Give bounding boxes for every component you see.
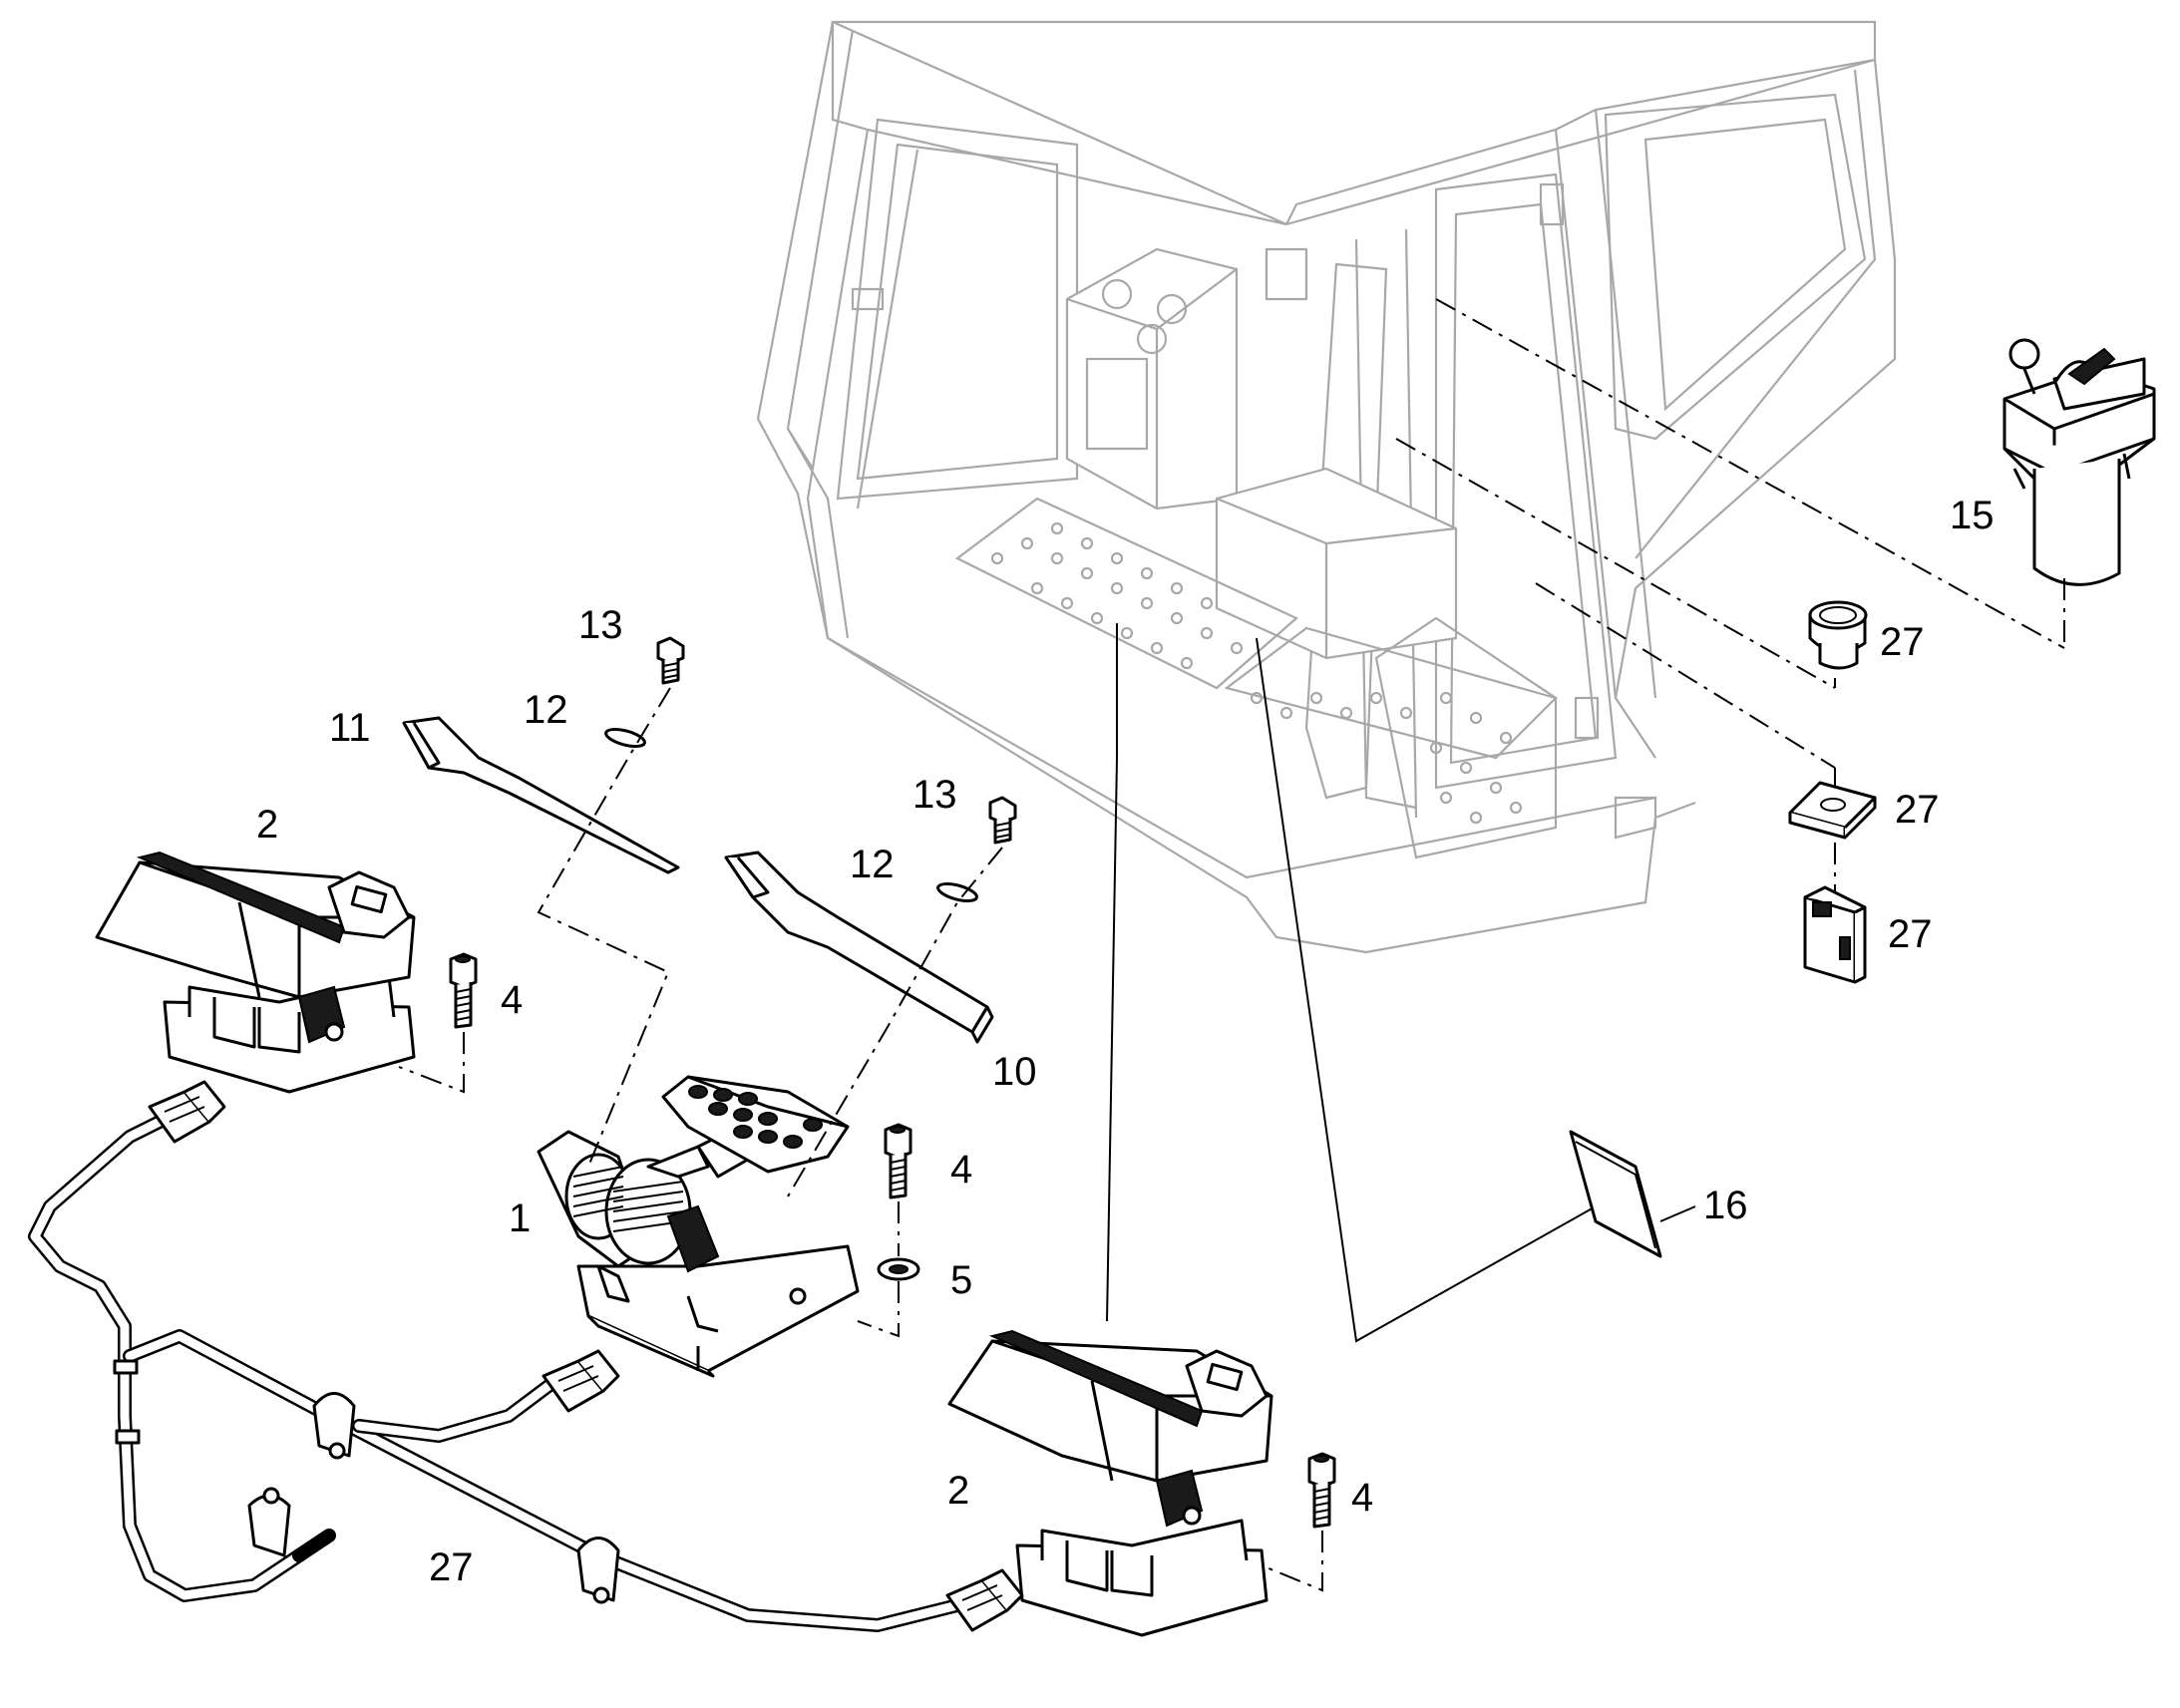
joystick-icon	[2002, 338, 2156, 586]
callout-27-harness: 27	[429, 1545, 474, 1589]
callout-4-center: 4	[950, 1148, 972, 1192]
callout-13-bottom: 13	[912, 773, 957, 817]
pedal-pad-10-icon	[724, 851, 994, 1044]
cap-screw-13a-icon	[656, 636, 685, 685]
callout-12-bottom: 12	[850, 843, 895, 886]
washer-5-icon	[877, 1257, 920, 1281]
cap-screw-4b-icon	[884, 1123, 912, 1199]
callout-13-top: 13	[578, 603, 623, 647]
callout-2-top: 2	[256, 803, 278, 847]
pedal-pad-11-icon	[402, 716, 680, 874]
callout-4-top: 4	[501, 978, 523, 1022]
callout-5: 5	[950, 1258, 972, 1302]
callout-27-switch: 27	[1888, 912, 1933, 956]
wiring-harness-icon	[28, 1080, 1024, 1632]
callout-15: 15	[1950, 494, 1995, 537]
callout-12-top: 12	[524, 688, 568, 732]
callout-16: 16	[1703, 1184, 1748, 1227]
callout-27-clip: 27	[1895, 788, 1940, 832]
callout-1: 1	[509, 1196, 531, 1240]
cap-screw-13b-icon	[988, 796, 1017, 845]
cap-screw-4a-icon	[449, 952, 478, 1029]
callout-11: 11	[329, 706, 371, 750]
washer-12b-icon	[936, 881, 978, 903]
callout-2-bottom: 2	[947, 1469, 969, 1513]
callout-27-plug: 27	[1880, 620, 1925, 664]
foot-pedal-right-icon	[947, 1329, 1273, 1637]
foot-pedal-center-icon	[537, 1075, 860, 1378]
plug-27-icon	[1808, 600, 1868, 670]
clip-27-icon	[1788, 781, 1877, 840]
washer-12a-icon	[604, 727, 646, 749]
label-plate-icon	[1569, 1130, 1662, 1258]
switch-27-icon	[1803, 885, 1867, 984]
cap-screw-4c-icon	[1307, 1452, 1336, 1529]
callout-10: 10	[992, 1050, 1037, 1094]
foot-pedal-left-icon	[95, 851, 416, 1094]
callout-4-bottom: 4	[1351, 1476, 1373, 1520]
